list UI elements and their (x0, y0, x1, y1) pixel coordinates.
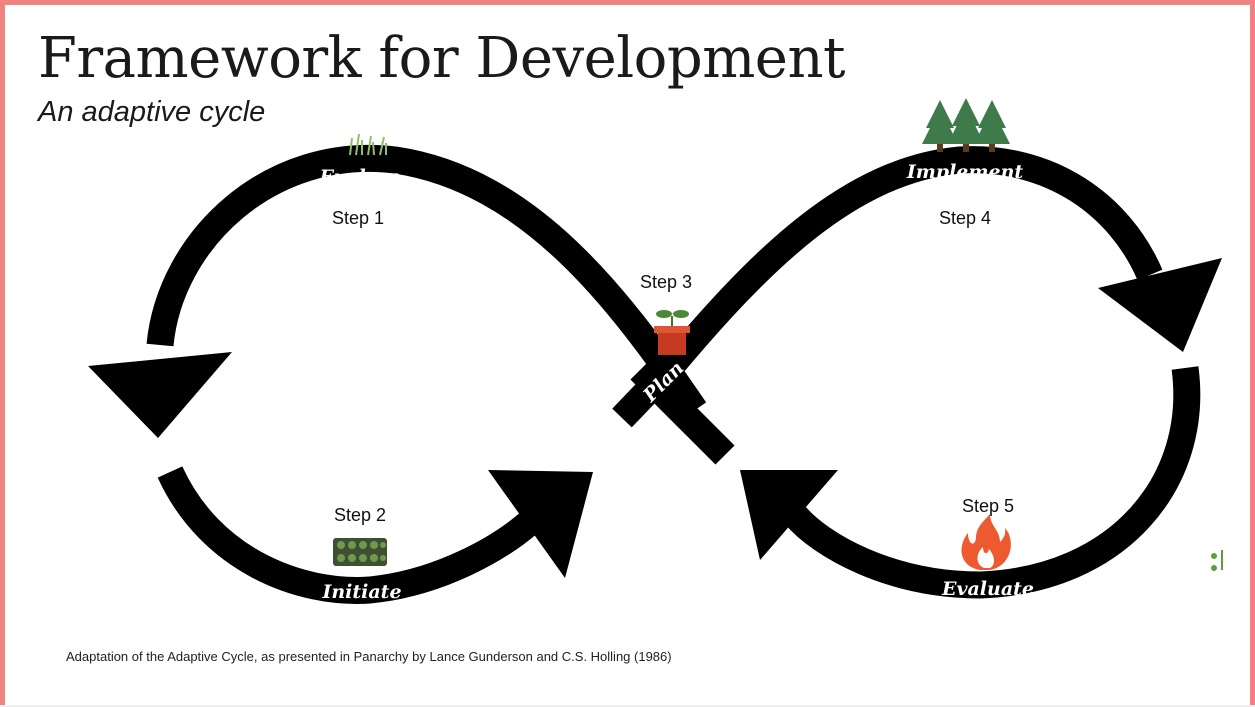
slide-subtitle: An adaptive cycle (38, 96, 266, 128)
frame-border-right (1250, 0, 1255, 707)
slide-title: Framework for Development (38, 26, 846, 91)
initiate-arrowhead (488, 470, 593, 578)
source-caption: Adaptation of the Adaptive Cycle, as pre… (66, 649, 672, 664)
frame-border-top (0, 0, 1255, 5)
seedling-tray-icon (333, 538, 387, 566)
potted-sprout-icon (654, 310, 690, 355)
phase-label-implement: Implement (906, 161, 1024, 183)
plan-band-upper (630, 360, 735, 465)
pine-trees-icon (922, 98, 1010, 152)
explore-arrowhead (88, 352, 232, 438)
grass-icon (349, 133, 387, 156)
step-1-label: Step 1 (332, 208, 384, 228)
phase-label-evaluate: Evaluate (941, 578, 1034, 600)
evaluate-band (784, 366, 1201, 599)
implement-arrowhead (1098, 258, 1222, 352)
initiate-band (157, 466, 539, 604)
sprout-fragment-icon (1211, 550, 1223, 571)
phase-label-explore: Explore (318, 166, 400, 188)
implement-band (657, 146, 1163, 379)
step-3-label: Step 3 (640, 272, 692, 292)
step-2-label: Step 2 (334, 505, 386, 525)
step-4-label: Step 4 (939, 208, 991, 228)
fire-icon (961, 514, 1011, 570)
frame-border-left (0, 0, 5, 707)
evaluate-arrowhead (740, 470, 838, 560)
explore-band (146, 145, 707, 418)
phase-label-initiate: Initiate (321, 581, 401, 603)
frame-border-bottom (0, 705, 1255, 707)
step-5-label: Step 5 (962, 496, 1014, 516)
